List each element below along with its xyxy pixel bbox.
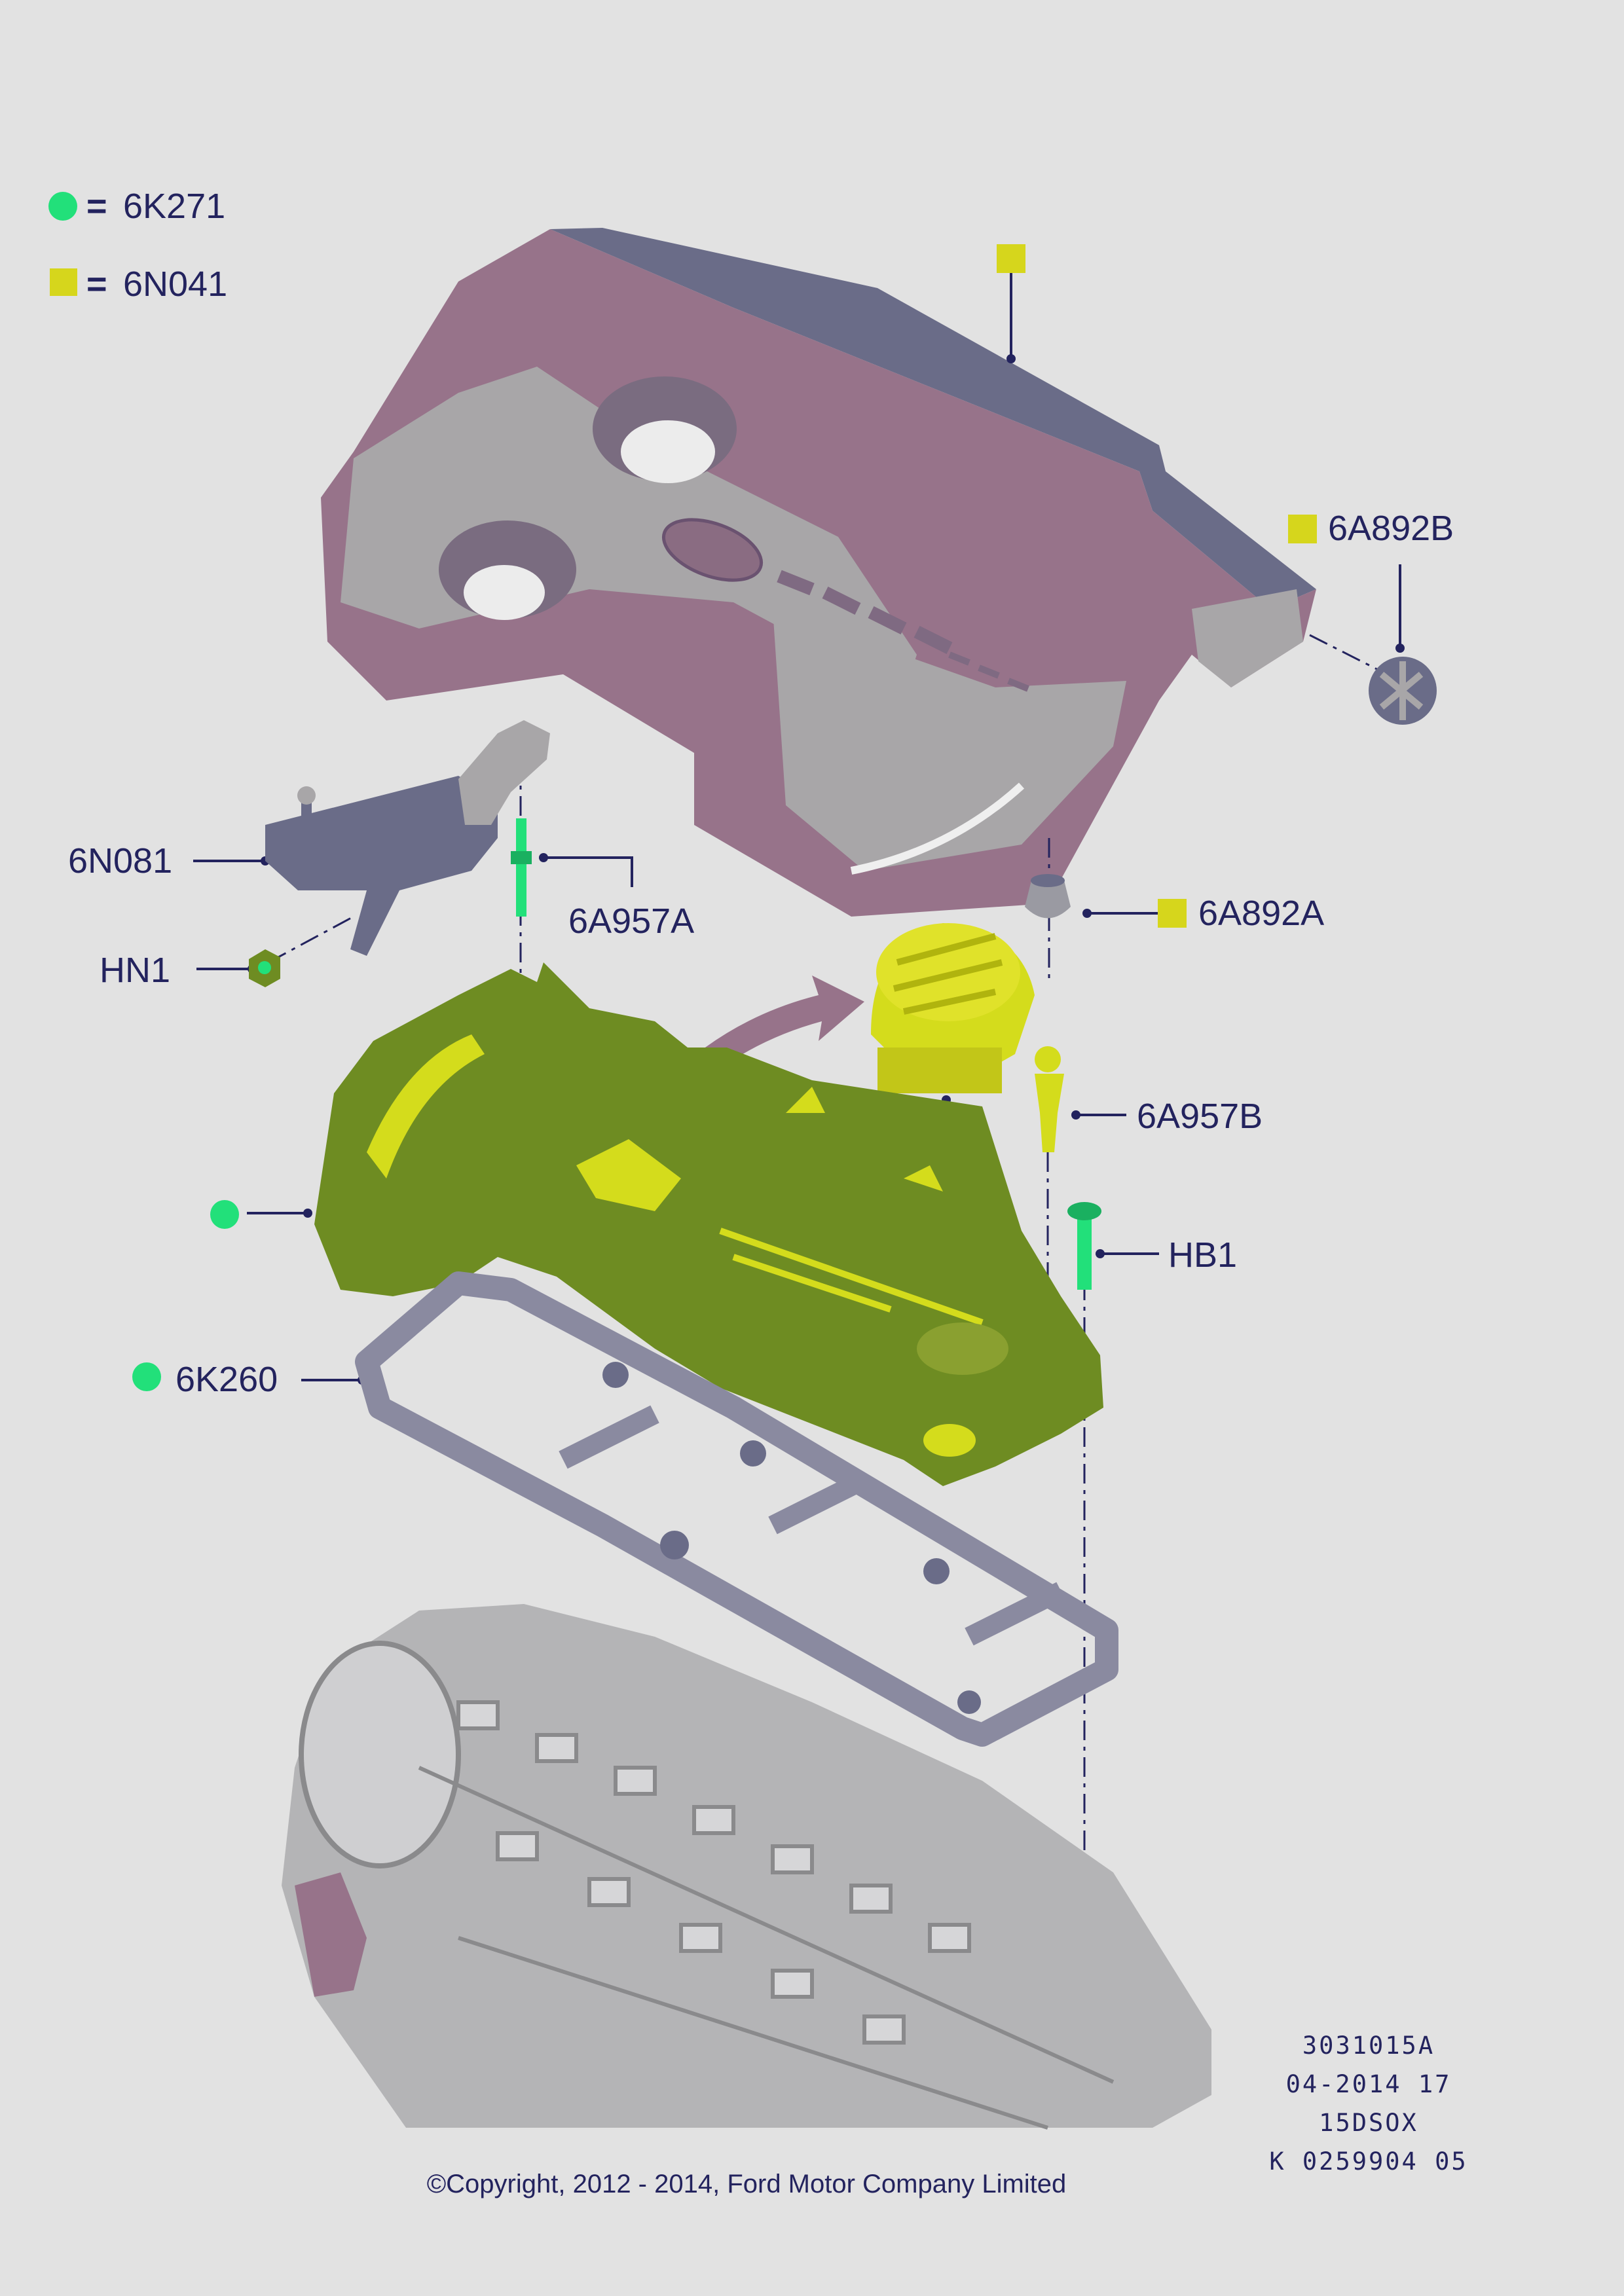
engine-block: [282, 1604, 1211, 2130]
bracket-6N081: [265, 720, 550, 956]
legend-equals-2: =: [86, 264, 107, 304]
callout-6A892B: 6A892B: [1328, 509, 1454, 548]
legend-yellow-square-icon: [50, 268, 77, 296]
callout-6K260: 6K260: [175, 1360, 278, 1399]
legend-green-circle-icon: [48, 192, 77, 221]
callout-6N081: 6N081: [68, 841, 172, 881]
legend-equals-1: =: [86, 187, 107, 226]
cam-cover-6K271: [314, 962, 1103, 1486]
marker-6N041-square-icon: [997, 244, 1025, 273]
cap-direction-arrow: [609, 975, 864, 1165]
oil-cap-6766: [871, 923, 1035, 1093]
legend-code-6K271: 6K271: [123, 187, 225, 226]
callout-HN1: HN1: [100, 951, 170, 990]
copyright-notice: ©Copyright, 2012 - 2014, Ford Motor Comp…: [426, 2170, 1067, 2198]
legend: = 6K271 = 6N041: [48, 187, 227, 304]
engine-cover: [321, 228, 1316, 917]
stamp-line-3: 15DSOX: [1319, 2109, 1418, 2137]
stud-6A957A: [511, 818, 532, 917]
marker-6K260-circle-icon: [132, 1362, 161, 1391]
callout-6A957A: 6A957A: [568, 902, 694, 941]
leader-lines: [193, 272, 1401, 1381]
callout-6A892A: 6A892A: [1198, 894, 1324, 933]
marker-6A892A-square-icon: [1158, 899, 1187, 928]
marker-6K271-circle-icon: [210, 1200, 239, 1229]
stamp-line-1: 3031015A: [1302, 2032, 1435, 2060]
stamp-line-2: 04-2014 17: [1285, 2070, 1452, 2098]
legend-code-6N041: 6N041: [123, 264, 227, 304]
gasket-6K260: [355, 1271, 1118, 1747]
drawing-reference-stamp: 3031015A 04-2014 17 15DSOX K 0259904 05: [1264, 2026, 1473, 2181]
callout-6A957B: 6A957B: [1137, 1097, 1263, 1136]
nut-HN1: [249, 949, 280, 987]
callout-labels: 6A892B 6N081 6A957A 6A892A HN1 6A957B 67…: [68, 509, 1454, 1399]
stud-6A957B: [1035, 1046, 1064, 1152]
grommet-6A892A: [1025, 874, 1071, 919]
grommet-6A892B: [1369, 657, 1437, 725]
stamp-line-4: K 0259904 05: [1269, 2147, 1468, 2176]
marker-6A892B-square-icon: [1288, 515, 1317, 543]
bolt-HB1: [1067, 1202, 1101, 1290]
duratorq-emblem: [661, 518, 1029, 692]
callout-HB1: HB1: [1168, 1235, 1237, 1275]
